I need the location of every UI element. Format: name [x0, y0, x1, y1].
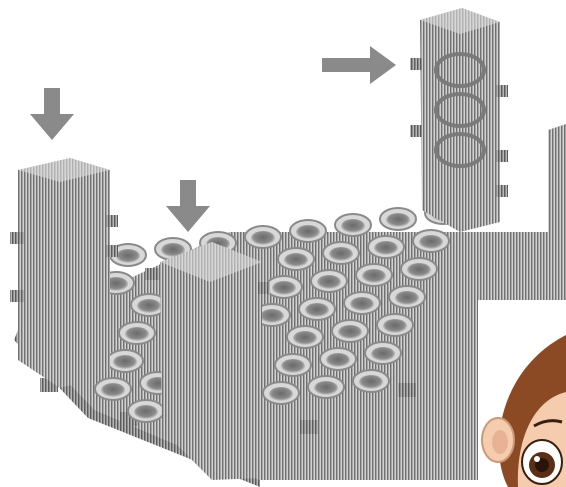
pillar-left: [10, 158, 118, 388]
plate-hole: [284, 253, 308, 267]
plate-hole: [362, 269, 386, 283]
pillar-back: [410, 8, 508, 232]
plate-hole: [338, 325, 362, 339]
plate-hole: [305, 303, 329, 317]
plate-hole: [314, 381, 338, 395]
plate-hole: [137, 299, 161, 313]
plate-hole: [269, 387, 293, 401]
plate-hole: [329, 247, 353, 261]
plate-hole: [350, 297, 374, 311]
plate-hole: [293, 331, 317, 345]
plate-hole: [326, 353, 350, 367]
plate-hole: [260, 309, 284, 323]
arrow-right-icon: [322, 46, 396, 84]
plate-hole: [317, 275, 341, 289]
plate-hole: [419, 235, 443, 249]
pillar-right-edge: [548, 124, 566, 270]
plate-hole: [281, 359, 305, 373]
plate-hole: [101, 383, 125, 397]
plate-hole: [341, 219, 365, 233]
plate-hole: [395, 291, 419, 305]
plate-hole: [407, 263, 431, 277]
plate-hole: [125, 327, 149, 341]
pillar-front: [145, 242, 270, 480]
plate-hole: [161, 243, 185, 257]
plate-hole: [371, 347, 395, 361]
plate-hole: [116, 249, 140, 263]
arrow-down-icon: [166, 180, 210, 232]
plate-hole: [359, 375, 383, 389]
arrow-down-icon: [30, 88, 74, 140]
cartoon-character-inset: [478, 300, 566, 487]
plate-hole: [113, 355, 137, 369]
cartoon-face: [481, 335, 566, 487]
plate-hole: [251, 231, 275, 245]
plate-hole: [296, 225, 320, 239]
plate-hole: [386, 213, 410, 227]
plate-hole: [134, 405, 158, 419]
plate-hole: [374, 241, 398, 255]
plate-hole: [272, 281, 296, 295]
plate-hole: [383, 319, 407, 333]
